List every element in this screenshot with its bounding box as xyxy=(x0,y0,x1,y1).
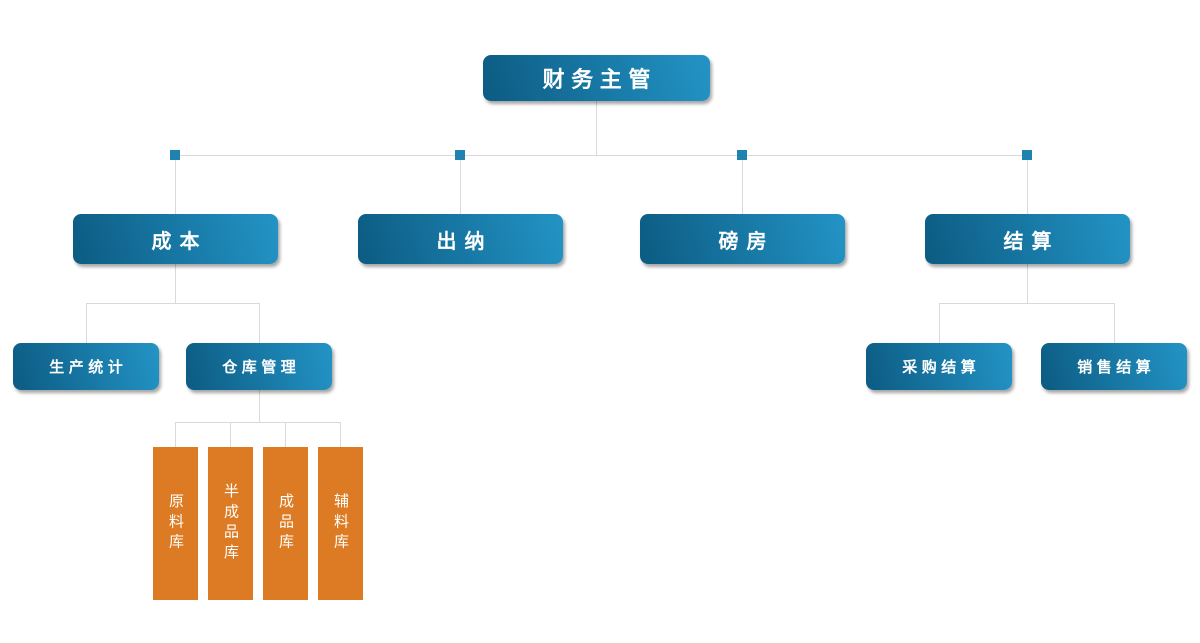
connector-drop-cashier xyxy=(460,155,461,214)
node-auxiliary-material-warehouse: 辅料库 xyxy=(318,447,363,600)
connector-drop-cost xyxy=(175,155,176,214)
connector-main-rail xyxy=(175,155,1027,156)
connector-drop-warehouse-mgmt xyxy=(259,303,260,343)
junction-square-icon xyxy=(737,150,747,160)
connector-drop-weighbridge xyxy=(742,155,743,214)
connector-drop-raw-material xyxy=(175,422,176,447)
node-finance-director: 财务主管 xyxy=(483,55,710,101)
node-sales-settlement: 销售结算 xyxy=(1041,343,1187,390)
connector-warehouse-rail xyxy=(175,422,340,423)
junction-square-icon xyxy=(1022,150,1032,160)
connector-warehouse-down xyxy=(259,390,260,422)
connector-drop-purchase-settlement xyxy=(939,303,940,343)
connector-drop-sales-settlement xyxy=(1114,303,1115,343)
connector-drop-auxiliary-material xyxy=(340,422,341,447)
connector-drop-finished-goods xyxy=(285,422,286,447)
node-weighbridge: 磅房 xyxy=(640,214,845,264)
junction-square-icon xyxy=(455,150,465,160)
node-purchase-settlement: 采购结算 xyxy=(866,343,1012,390)
connector-settlement-rail xyxy=(939,303,1114,304)
connector-drop-semi-finished xyxy=(230,422,231,447)
connector-cost-rail xyxy=(86,303,259,304)
node-cost: 成本 xyxy=(73,214,278,264)
node-production-stats: 生产统计 xyxy=(13,343,159,390)
connector-drop-production-stats xyxy=(86,303,87,343)
node-cashier: 出纳 xyxy=(358,214,563,264)
node-finished-goods-warehouse: 成品库 xyxy=(263,447,308,600)
connector-settlement-down xyxy=(1027,264,1028,303)
connector-root-drop xyxy=(596,101,597,155)
node-raw-material-warehouse: 原料库 xyxy=(153,447,198,600)
connector-drop-settlement xyxy=(1027,155,1028,214)
junction-square-icon xyxy=(170,150,180,160)
node-warehouse-mgmt: 仓库管理 xyxy=(186,343,332,390)
node-settlement: 结算 xyxy=(925,214,1130,264)
node-semi-finished-warehouse: 半成品库 xyxy=(208,447,253,600)
connector-cost-down xyxy=(175,264,176,303)
